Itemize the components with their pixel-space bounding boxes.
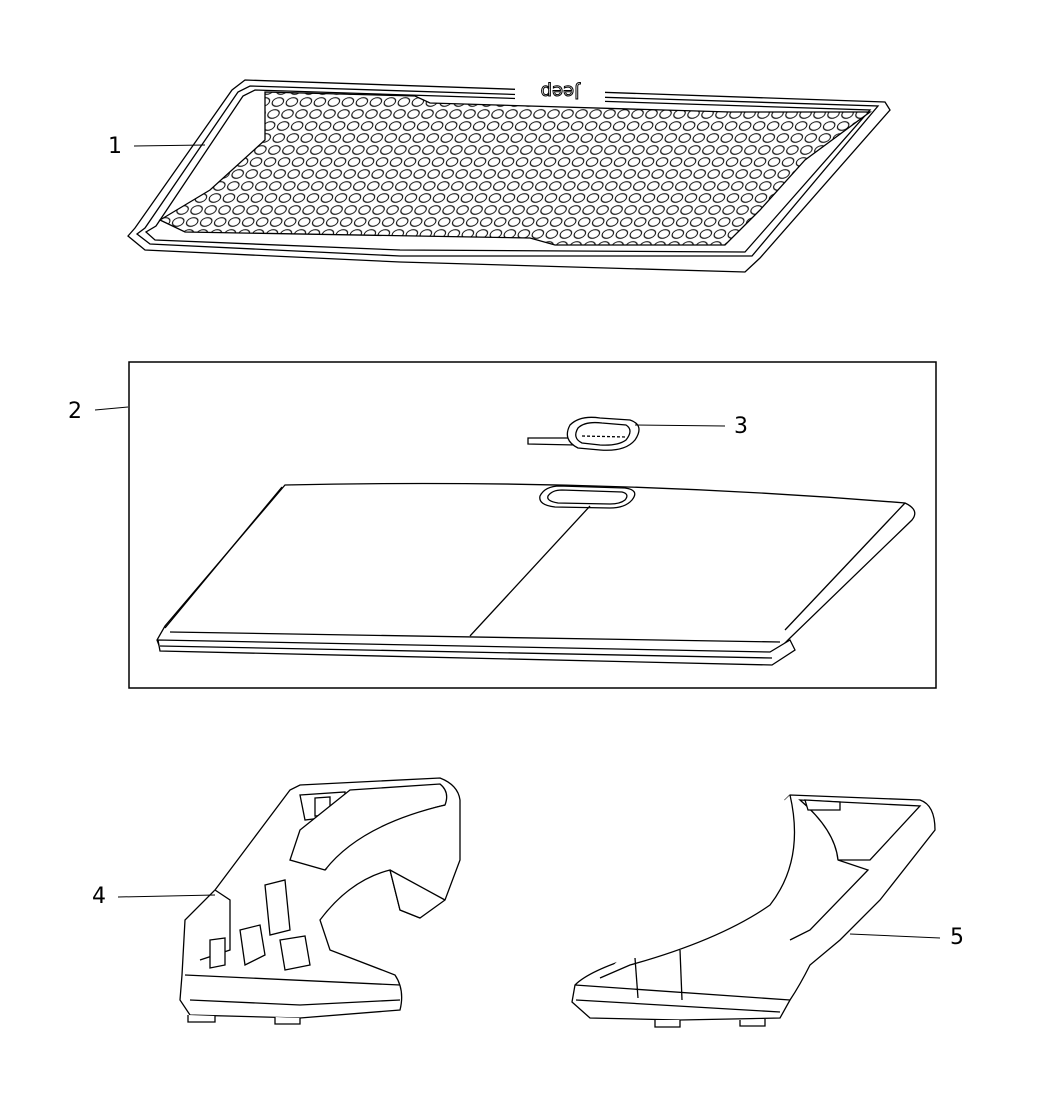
right-support-bracket: [571, 794, 936, 1028]
left-support-bracket: [179, 777, 461, 1025]
handle: [527, 416, 640, 451]
callout-4-leader: [117, 894, 216, 898]
callout-2: 2: [68, 399, 82, 424]
callout-5: 5: [950, 925, 964, 950]
cargo-mat: Jeep: [127, 79, 891, 273]
callout-3: 3: [734, 414, 748, 439]
jeep-logo: Jeep: [515, 81, 605, 103]
callout-4: 4: [92, 884, 106, 909]
cargo-cover-panel: [156, 482, 916, 666]
callout-5-leader: [849, 933, 941, 939]
callout-1-leader: [133, 144, 206, 147]
assembly-2-frame: [128, 361, 937, 689]
svg-text:Jeep: Jeep: [541, 81, 581, 102]
callout-3-leader: [634, 424, 726, 427]
callout-1: 1: [108, 134, 122, 159]
callout-2-leader: [94, 406, 129, 411]
